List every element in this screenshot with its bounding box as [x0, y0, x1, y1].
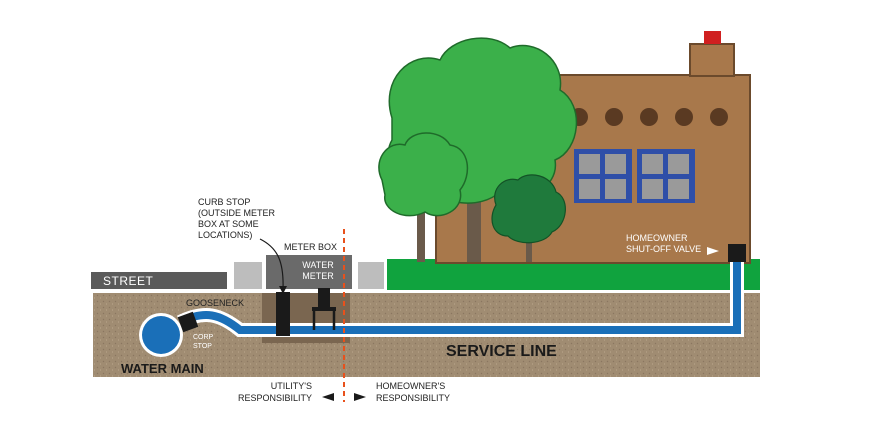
water-meter-label-2: METER [302, 271, 334, 281]
street-label: STREET [103, 274, 154, 288]
utility-label-2: RESPONSIBILITY [238, 393, 312, 403]
gooseneck-label: GOOSENECK [186, 298, 244, 308]
homeowner-label-1: HOMEOWNER'S [376, 381, 445, 391]
water-meter-label-1: WATER [302, 260, 334, 270]
meter-box-label: METER BOX [284, 242, 337, 252]
street-surface [91, 272, 227, 289]
homeowner-arrow [354, 393, 366, 401]
curb-stop-valve [276, 292, 290, 336]
curb-stop-callout-arrow [279, 286, 287, 294]
curb-stop-callout-line [259, 238, 284, 291]
water-meter-device [318, 288, 330, 310]
water-main-label: WATER MAIN [121, 361, 204, 376]
curb-stop-label-1: CURB STOP [198, 197, 250, 207]
corp-stop-label-2: STOP [193, 343, 212, 350]
sidewalk-block-right [358, 262, 384, 289]
water-main [142, 316, 180, 354]
house-vents [570, 108, 728, 126]
shutoff-arrow [707, 247, 719, 255]
service-line-label: SERVICE LINE [446, 343, 557, 360]
window-left [574, 149, 632, 203]
sidewalk-block-left [234, 262, 262, 289]
shutoff-label-2: SHUT-OFF VALVE [626, 244, 701, 254]
curb-stop-label-4: LOCATIONS) [198, 230, 252, 240]
water-meter-base [312, 307, 336, 311]
shutoff-valve [728, 244, 746, 262]
window-right [637, 149, 695, 203]
utility-arrow [322, 393, 334, 401]
homeowner-label-2: RESPONSIBILITY [376, 393, 450, 403]
shutoff-label-1: HOMEOWNER [626, 233, 688, 243]
chimney-cap [704, 31, 721, 44]
tree-left [378, 132, 469, 262]
lawn [387, 259, 760, 290]
utility-label-1: UTILITY'S [271, 381, 312, 391]
curb-stop-label-2: (OUTSIDE METER [198, 208, 276, 218]
corp-stop-fitting [177, 311, 199, 333]
curb-stop-label-3: BOX AT SOME [198, 219, 259, 229]
tree-dark [491, 174, 566, 262]
corp-stop-label-1: CORP [193, 334, 214, 341]
chimney [689, 43, 735, 77]
